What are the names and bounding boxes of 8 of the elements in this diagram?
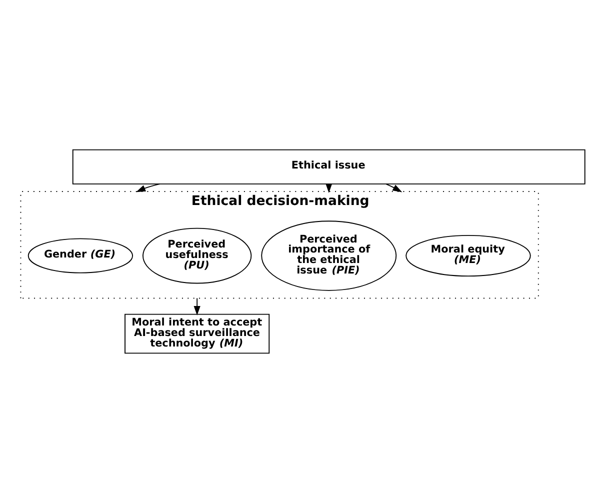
node-ellipse: Perceived usefulness (PU) — [142, 227, 252, 284]
node-box: Moral intent to accept AI-based surveillance technology (MI) — [124, 313, 270, 354]
arrow — [386, 183, 402, 192]
node-ellipse: Moral equity (ME) — [406, 234, 531, 276]
arrow — [136, 183, 160, 192]
node-ellipse: Perceived importance of the ethical issue (PIE) — [261, 220, 397, 290]
node-ellipse: Gender (GE) — [28, 238, 134, 273]
arrow — [194, 297, 200, 315]
